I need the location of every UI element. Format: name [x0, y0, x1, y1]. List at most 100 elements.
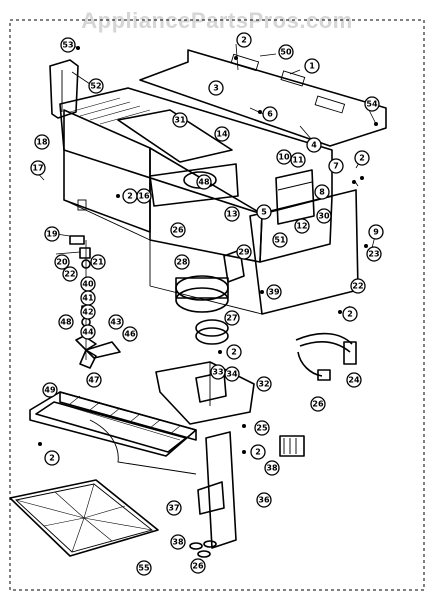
svg-text:16: 16 — [138, 192, 150, 201]
svg-text:2: 2 — [347, 310, 353, 319]
callout-46: 46 — [122, 326, 138, 342]
svg-text:9: 9 — [373, 228, 379, 237]
svg-text:40: 40 — [82, 280, 94, 289]
callout-53: 53 — [60, 37, 76, 53]
svg-text:36: 36 — [258, 496, 270, 505]
callout-1: 1 — [304, 58, 320, 74]
svg-text:17: 17 — [32, 164, 43, 173]
motor-bracket — [197, 431, 305, 549]
small-fan — [189, 540, 217, 558]
top-cover-plate — [139, 49, 387, 147]
svg-text:52: 52 — [90, 82, 101, 91]
callout-22-left: 22 — [62, 266, 78, 282]
svg-text:2: 2 — [255, 448, 261, 457]
svg-text:55: 55 — [138, 564, 150, 573]
svg-text:12: 12 — [296, 222, 307, 231]
callout-26: 26 — [170, 222, 186, 238]
svg-text:48: 48 — [198, 178, 210, 187]
svg-text:39: 39 — [268, 288, 280, 297]
callout-13: 13 — [224, 206, 240, 222]
callout-24: 24 — [346, 372, 362, 388]
callout-21: 21 — [90, 254, 106, 270]
callout-43: 43 — [108, 314, 124, 330]
callout-33: 33 — [210, 364, 226, 380]
callout-5: 5 — [256, 204, 272, 220]
callout-42: 42 — [80, 304, 96, 320]
svg-text:25: 25 — [256, 424, 268, 433]
svg-text:46: 46 — [124, 330, 136, 339]
svg-text:34: 34 — [226, 370, 238, 379]
svg-text:54: 54 — [366, 100, 378, 109]
callout-2-left: 2 — [122, 188, 138, 204]
callout-32: 32 — [256, 376, 272, 392]
svg-text:19: 19 — [46, 230, 58, 239]
svg-text:43: 43 — [110, 318, 121, 327]
svg-text:26: 26 — [172, 226, 184, 235]
callout-37: 37 — [166, 500, 182, 516]
callout-7: 7 — [328, 158, 344, 174]
wire-harness — [295, 332, 357, 381]
svg-text:42: 42 — [82, 308, 93, 317]
callout-50: 50 — [278, 44, 294, 60]
svg-text:2: 2 — [231, 348, 237, 357]
callout-26-harness: 26 — [310, 396, 326, 412]
callout-17: 17 — [30, 160, 46, 176]
callout-40: 40 — [80, 276, 96, 292]
callout-2-right: 2 — [354, 150, 370, 166]
callout-52: 52 — [88, 78, 104, 94]
callout-3: 3 — [208, 80, 224, 96]
callout-2-center: 2 — [226, 344, 242, 360]
svg-text:26: 26 — [192, 562, 204, 571]
svg-text:8: 8 — [319, 188, 325, 197]
callout-44: 44 — [80, 324, 96, 340]
callout-26-bottom: 26 — [190, 558, 206, 574]
callout-38-bottom: 38 — [170, 534, 186, 550]
svg-text:37: 37 — [168, 504, 179, 513]
svg-text:24: 24 — [348, 376, 360, 385]
svg-text:2: 2 — [241, 36, 247, 45]
svg-text:26: 26 — [312, 400, 324, 409]
svg-text:27: 27 — [226, 314, 237, 323]
callout-48-fan: 48 — [196, 174, 212, 190]
svg-text:22: 22 — [352, 282, 363, 291]
callout-28: 28 — [174, 254, 190, 270]
callout-19: 19 — [44, 226, 60, 242]
svg-text:28: 28 — [176, 258, 188, 267]
callout-55: 55 — [136, 560, 152, 576]
callout-31: 31 — [172, 112, 188, 128]
svg-text:23: 23 — [368, 250, 379, 259]
callout-51: 51 — [272, 232, 288, 248]
callout-12: 12 — [294, 218, 310, 234]
svg-text:38: 38 — [266, 464, 278, 473]
callout-25: 25 — [254, 420, 270, 436]
callout-10: 10 — [276, 149, 292, 165]
callout-6: 6 — [262, 106, 278, 122]
callout-30: 30 — [316, 208, 332, 224]
blower-assembly — [175, 249, 245, 345]
callout-27: 27 — [224, 310, 240, 326]
svg-text:32: 32 — [258, 380, 269, 389]
callout-23: 23 — [366, 246, 382, 262]
svg-text:2: 2 — [49, 454, 55, 463]
callout-34: 34 — [224, 366, 240, 382]
svg-text:2: 2 — [127, 192, 133, 201]
callout-48-left: 48 — [58, 314, 74, 330]
svg-text:2: 2 — [359, 154, 365, 163]
callout-29: 29 — [236, 244, 252, 260]
callout-18: 18 — [34, 134, 50, 150]
callout-20: 20 — [54, 254, 70, 270]
svg-text:41: 41 — [82, 294, 94, 303]
callout-39: 39 — [266, 284, 282, 300]
diagram-border — [9, 19, 425, 591]
svg-text:30: 30 — [318, 212, 330, 221]
callout-8: 8 — [314, 184, 330, 200]
svg-text:38: 38 — [172, 538, 184, 547]
svg-text:22: 22 — [64, 270, 75, 279]
callout-4: 4 — [306, 137, 322, 153]
control-bracket — [275, 169, 315, 225]
callout-2-lower: 2 — [250, 444, 266, 460]
svg-text:13: 13 — [226, 210, 237, 219]
main-cabinet — [59, 87, 359, 315]
turntable-tray — [9, 479, 159, 557]
svg-text:50: 50 — [280, 48, 292, 57]
